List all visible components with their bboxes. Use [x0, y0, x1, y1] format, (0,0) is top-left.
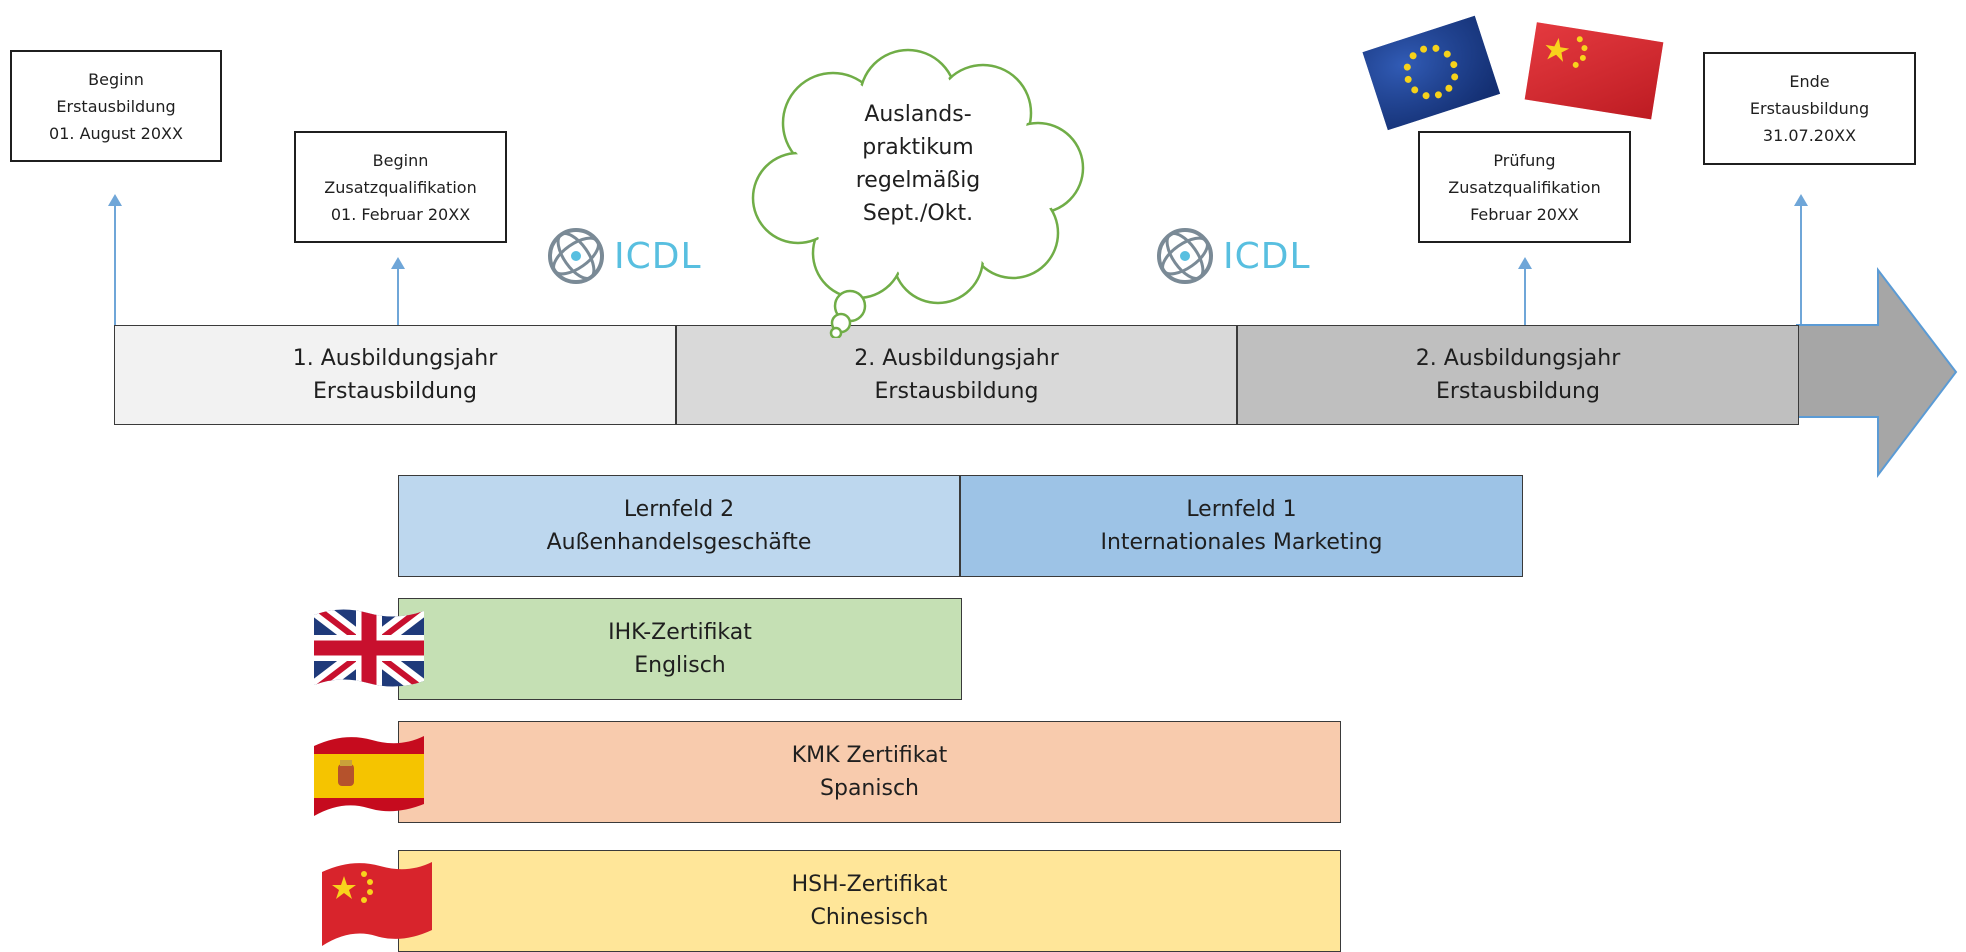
certificate-language: Spanisch — [820, 776, 919, 801]
eu-flag-icon — [1362, 15, 1501, 131]
cloud-line: praktikum — [862, 135, 974, 160]
timeline-arrow-shape — [1796, 267, 1958, 478]
certificate-spanish: KMK Zertifikat Spanisch — [398, 721, 1341, 823]
arrowhead-up-icon — [391, 257, 405, 269]
milestone-line: Zusatzqualifikation — [324, 177, 477, 197]
segment-title: 2. Ausbildungsjahr — [854, 346, 1059, 371]
milestone-start-training: Beginn Erstausbildung 01. August 20XX — [10, 50, 222, 162]
milestone-connector — [1524, 268, 1526, 325]
timeline-segment-year1: 1. Ausbildungsjahr Erstausbildung — [114, 325, 676, 425]
cloud-text: Auslands- praktikum regelmäßig Sept./Okt… — [818, 98, 1018, 230]
certificate-chinese: HSH-Zertifikat Chinesisch — [398, 850, 1341, 952]
milestone-exam-additional: Prüfung Zusatzqualifikation Februar 20XX — [1418, 131, 1631, 243]
milestone-line: Beginn — [372, 150, 429, 170]
cloud-line: Sept./Okt. — [862, 201, 974, 226]
icdl-globe-icon — [1157, 228, 1213, 284]
milestone-line: 31.07.20XX — [1762, 126, 1857, 145]
certificate-title: HSH-Zertifikat — [791, 872, 948, 897]
learning-field-title: Lernfeld 1 — [1186, 497, 1297, 522]
icdl-text: ICDL — [614, 235, 702, 277]
icdl-logo: ICDL — [1155, 226, 1311, 286]
icdl-text: ICDL — [1223, 235, 1311, 277]
milestone-line: Beginn — [88, 69, 144, 89]
milestone-line: 01. August 20XX — [49, 123, 183, 143]
certificate-title: KMK Zertifikat — [791, 743, 948, 768]
certificate-title: IHK-Zertifikat — [608, 620, 752, 645]
timeline-segment-year2a: 2. Ausbildungsjahr Erstausbildung — [676, 325, 1237, 425]
milestone-line: Erstausbildung — [56, 96, 176, 116]
segment-subtitle: Erstausbildung — [1436, 379, 1600, 404]
milestone-line: Ende — [1789, 72, 1830, 91]
learning-field-2: Lernfeld 2 Außenhandelsgeschäfte — [398, 475, 960, 577]
spain-flag-icon — [314, 736, 424, 816]
milestone-line: Erstausbildung — [1749, 99, 1870, 118]
learning-field-subtitle: Außenhandelsgeschäfte — [546, 530, 812, 555]
segment-subtitle: Erstausbildung — [313, 379, 477, 404]
learning-field-1: Lernfeld 1 Internationales Marketing — [960, 475, 1523, 577]
milestone-connector — [1800, 205, 1802, 325]
uk-flag-icon — [314, 609, 424, 687]
milestone-line: 01. Februar 20XX — [330, 204, 471, 224]
segment-subtitle: Erstausbildung — [874, 379, 1039, 404]
icdl-globe-icon — [548, 228, 604, 284]
certificate-language: Chinesisch — [810, 905, 929, 930]
timeline-arrow-icon — [1796, 267, 1958, 478]
learning-field-subtitle: Internationales Marketing — [1100, 530, 1383, 555]
milestone-line: Februar 20XX — [1470, 204, 1579, 224]
segment-title: 1. Ausbildungsjahr — [292, 346, 498, 371]
arrowhead-up-icon — [108, 194, 122, 206]
milestone-connector — [397, 268, 399, 325]
china-flag-icon — [1524, 22, 1664, 120]
segment-title: 2. Ausbildungsjahr — [1415, 346, 1621, 371]
certificate-english: IHK-Zertifikat Englisch — [398, 598, 962, 700]
arrowhead-up-icon — [1794, 194, 1808, 206]
milestone-line: Zusatzqualifikation — [1448, 177, 1601, 197]
milestone-end-training: Ende Erstausbildung 31.07.20XX — [1703, 52, 1916, 165]
certificate-language: Englisch — [634, 653, 726, 678]
cloud-line: Auslands- — [864, 102, 972, 127]
arrowhead-up-icon — [1518, 257, 1532, 269]
cloud-line: regelmäßig — [855, 168, 981, 193]
timeline-segment-year2b: 2. Ausbildungsjahr Erstausbildung — [1237, 325, 1799, 425]
learning-field-title: Lernfeld 2 — [623, 497, 735, 522]
milestone-start-additional: Beginn Zusatzqualifikation 01. Februar 2… — [294, 131, 507, 243]
milestone-line: Prüfung — [1493, 150, 1556, 170]
icdl-logo: ICDL — [546, 226, 702, 286]
thought-cloud-shape — [751, 48, 1085, 338]
milestone-connector — [114, 205, 116, 325]
china-flag-icon — [322, 862, 432, 946]
